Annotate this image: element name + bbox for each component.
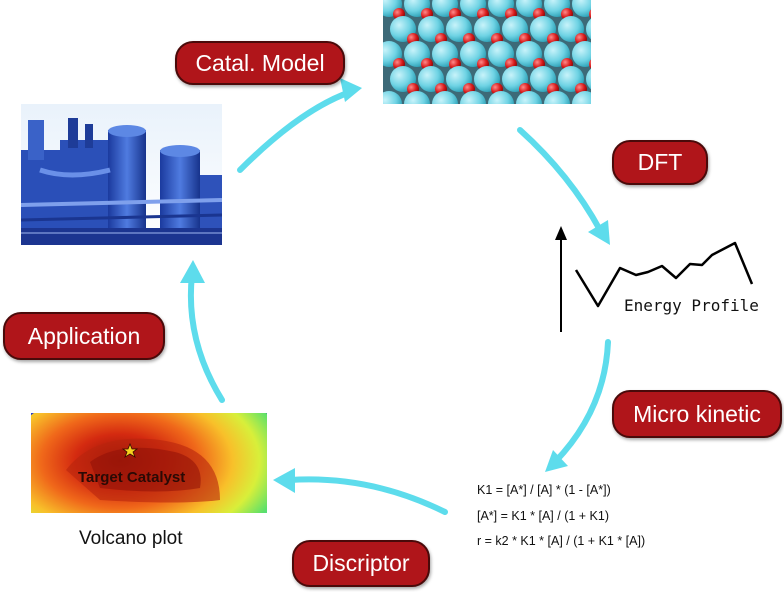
lattice-large-atom <box>586 68 591 90</box>
micro-kinetic-label: Micro kinetic <box>612 390 782 438</box>
lattice-large-atom <box>544 91 570 104</box>
lattice-small-atom <box>561 108 573 120</box>
application-label: Application <box>3 312 165 360</box>
discriptor-label: Discriptor <box>292 540 430 587</box>
lattice-small-atom <box>589 108 601 120</box>
energy-profile-graph <box>555 226 754 332</box>
arrow-heads <box>180 78 610 493</box>
lattice-small-atom <box>421 108 433 120</box>
dft-label: DFT <box>612 140 708 185</box>
lattice-large-atom <box>432 91 458 104</box>
catal-model-label: Catal. Model <box>175 41 345 85</box>
lattice-large-atom <box>383 91 402 104</box>
lattice-small-atom <box>393 108 405 120</box>
arrowhead-3 <box>545 450 568 472</box>
arrow-dft-to-microkinetic <box>552 339 611 465</box>
arrow-kinetic-to-volcano <box>287 476 448 515</box>
energy-profile-label: Energy Profile <box>624 296 759 315</box>
equation-2: [A*] = K1 * [A] / (1 + K1) <box>477 509 610 523</box>
equation-3: r = k2 * K1 * [A] / (1 + K1 * [A]) <box>477 534 646 548</box>
energy-profile-curve <box>574 241 754 308</box>
energy-axis-arrowhead <box>555 226 567 240</box>
cycle-arrows <box>187 89 611 515</box>
volcano-target-label: Target Catalyst <box>78 469 185 486</box>
catalyst-lattice-image <box>383 0 615 120</box>
industrial-plant-image <box>21 104 222 245</box>
lattice-large-atom <box>488 91 514 104</box>
lattice-small-atom <box>505 108 517 120</box>
lattice-large-atom <box>460 91 486 104</box>
arrow-model-to-lattice <box>237 89 353 173</box>
lattice-small-atom <box>603 83 615 95</box>
equation-1: K1 = [A*] / [A] * (1 - [A*]) <box>477 483 611 497</box>
volcano-plot: Target Catalyst <box>31 413 267 513</box>
lattice-large-atom <box>586 18 591 40</box>
lattice-large-atom <box>404 91 430 104</box>
arrowhead-4 <box>273 468 295 493</box>
arrowhead-2 <box>588 220 610 245</box>
lattice-small-atom <box>533 108 545 120</box>
arrow-volcano-to-plant <box>187 272 225 403</box>
arrowhead-5 <box>180 260 205 283</box>
lattice-large-atom <box>572 41 591 67</box>
lattice-small-atom <box>603 33 615 45</box>
arrow-lattice-to-dft <box>517 127 603 233</box>
lattice-large-atom <box>572 91 591 104</box>
lattice-small-atom <box>449 108 461 120</box>
lattice-small-atom <box>477 108 489 120</box>
arrowhead-1 <box>340 78 362 102</box>
target-star-icon <box>121 442 139 458</box>
lattice-small-atom <box>589 59 591 69</box>
lattice-small-atom <box>589 9 591 19</box>
volcano-plot-caption: Volcano plot <box>79 528 183 549</box>
lattice-large-atom <box>572 0 591 17</box>
lattice-large-atom <box>516 91 542 104</box>
